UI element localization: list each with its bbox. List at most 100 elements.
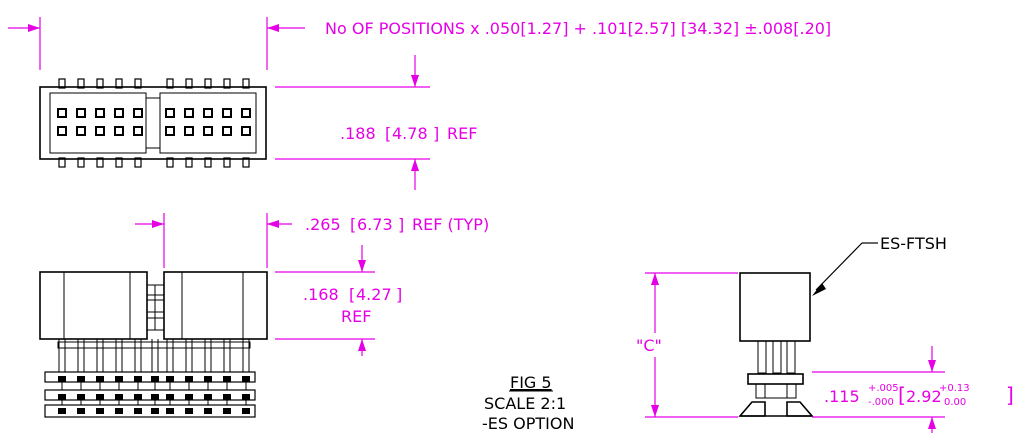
- end-offset-inch: .265: [305, 215, 341, 234]
- side-contact: [96, 376, 104, 382]
- side-contact: [58, 394, 66, 400]
- side-contact: [185, 376, 193, 382]
- contact-hole: [167, 128, 173, 134]
- side-contact: [77, 394, 85, 400]
- figure-caption: FIG 5 SCALE 2:1 -ES OPTION: [482, 373, 574, 433]
- top-pin: [77, 157, 85, 168]
- side-contact: [134, 376, 142, 382]
- side-contact: [115, 394, 123, 400]
- lead-tol-inch-plus: +.005: [868, 383, 899, 394]
- contact-hole: [97, 128, 103, 134]
- top-height-inch: .188: [340, 124, 376, 143]
- svg-text:]: ]: [398, 215, 404, 234]
- top-pin: [134, 78, 142, 89]
- top-pin: [185, 157, 193, 168]
- end-offset-mm: 6.73: [357, 215, 393, 234]
- top-pin: [77, 78, 85, 89]
- side-height-ref: REF: [341, 307, 371, 326]
- contact-hole: [116, 110, 122, 116]
- contact-hole: [78, 128, 84, 134]
- overall-length-dimension: No OF POSITIONS x .050[1.27] + .101[2.57…: [325, 19, 831, 38]
- svg-text:[: [: [898, 383, 906, 407]
- side-contact: [204, 394, 212, 400]
- side-contact: [166, 408, 174, 414]
- contact-hole: [224, 128, 230, 134]
- lead-bar: [57, 341, 251, 349]
- side-base: [44, 371, 256, 383]
- contact-hole: [135, 110, 141, 116]
- contact-hole: [186, 128, 192, 134]
- side-contact: [166, 376, 174, 382]
- side-contact: [185, 408, 193, 414]
- side-contact: [151, 408, 159, 414]
- side-view: .265 [ 6.73 ] REF (TYP) .168 [ 4.27 ]: [39, 213, 489, 418]
- top-pin: [166, 157, 174, 168]
- figure-label: FIG 5: [510, 373, 552, 392]
- svg-text:.168: .168: [303, 285, 339, 304]
- side-contact: [96, 394, 104, 400]
- side-contact: [185, 394, 193, 400]
- top-pin: [223, 157, 231, 168]
- top-pin: [223, 78, 231, 89]
- lead-height-mm: 2.92: [906, 387, 942, 406]
- top-pin: [96, 157, 104, 168]
- side-height-inch: .168: [303, 285, 339, 304]
- scale-label: SCALE 2:1: [484, 394, 566, 413]
- side-base: [44, 404, 256, 418]
- side-contact: [223, 408, 231, 414]
- part-callout: ES-FTSH: [880, 234, 947, 253]
- svg-text:]: ]: [433, 124, 439, 143]
- top-pin: [115, 157, 123, 168]
- side-contact: [115, 408, 123, 414]
- svg-text:.188: .188: [340, 124, 376, 143]
- side-contact: [242, 394, 250, 400]
- contact-hole: [243, 128, 249, 134]
- side-contact: [204, 376, 212, 382]
- top-height-ref: REF: [447, 124, 477, 143]
- side-contact: [223, 394, 231, 400]
- contact-hole: [243, 110, 249, 116]
- contact-hole: [224, 110, 230, 116]
- top-pin: [58, 78, 66, 89]
- contact-hole: [78, 110, 84, 116]
- side-contact: [77, 376, 85, 382]
- top-pin: [242, 157, 250, 168]
- contact-hole: [59, 128, 65, 134]
- top-pin: [134, 157, 142, 168]
- top-pin: [204, 78, 212, 89]
- side-contact: [242, 408, 250, 414]
- lead-height-inch: .115: [824, 387, 860, 406]
- side-contact: [58, 408, 66, 414]
- lead-tol-inch-minus: -.000: [868, 397, 894, 408]
- side-contact: [115, 376, 123, 382]
- svg-text:]: ]: [396, 285, 402, 304]
- side-contact: [134, 408, 142, 414]
- side-base: [44, 389, 256, 401]
- side-contact: [77, 408, 85, 414]
- contact-hole: [205, 128, 211, 134]
- top-pin: [96, 78, 104, 89]
- side-height-mm: 4.27: [356, 285, 392, 304]
- top-pin: [115, 78, 123, 89]
- top-pin: [242, 78, 250, 89]
- svg-text:[: [: [385, 124, 391, 143]
- end-view: "C" ES-FTSH .115 +.005 -.000 [ 2.92 +0.: [636, 234, 1014, 433]
- top-pin: [58, 157, 66, 168]
- end-offset-ref: REF (TYP): [412, 215, 489, 234]
- top-pin: [204, 157, 212, 168]
- lead-tol-mm-plus: +0.13: [939, 383, 970, 394]
- svg-text:[: [: [349, 285, 355, 304]
- svg-text:[: [: [350, 215, 356, 234]
- contact-hole: [97, 110, 103, 116]
- side-contact: [134, 394, 142, 400]
- option-label: -ES OPTION: [482, 414, 574, 433]
- side-contact: [58, 376, 66, 382]
- top-pin: [166, 78, 174, 89]
- side-contact: [96, 408, 104, 414]
- top-pin: [185, 78, 193, 89]
- top-view: No OF POSITIONS x .050[1.27] + .101[2.57…: [8, 17, 831, 190]
- contact-hole: [135, 128, 141, 134]
- side-contact: [204, 408, 212, 414]
- side-contact: [151, 394, 159, 400]
